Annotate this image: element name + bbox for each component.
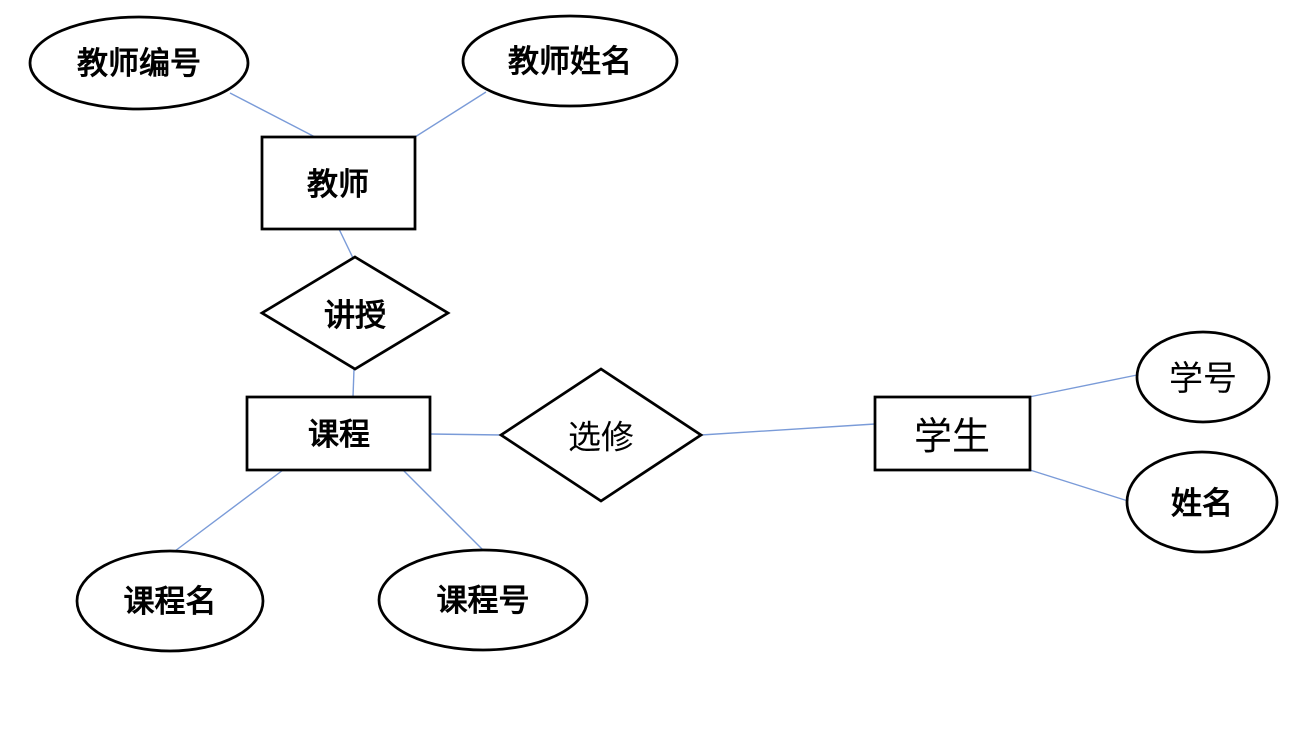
attribute-student-id-shape bbox=[1135, 330, 1271, 424]
attribute-student-id-label: 学号 bbox=[1169, 360, 1237, 398]
relationship-takes-label: 选修 bbox=[568, 420, 634, 457]
relationship-takes-diamond: 选修 bbox=[498, 367, 704, 503]
attribute-course-name-shape bbox=[75, 549, 265, 653]
relationship-teaches-label: 讲授 bbox=[324, 298, 386, 333]
relationship-teaches-diamond: 讲授 bbox=[259, 255, 451, 371]
attribute-course-name-ellipse: 课程名 bbox=[75, 549, 265, 653]
entity-student-label: 学生 bbox=[914, 416, 990, 458]
entity-teacher-label: 教师 bbox=[307, 167, 369, 202]
attribute-teacher-name-shape bbox=[461, 14, 679, 108]
entity-course-label: 课程 bbox=[308, 417, 370, 452]
attribute-course-name-label: 课程名 bbox=[124, 584, 217, 619]
connector-teacherid-teacher bbox=[229, 92, 316, 138]
connector-takes-student bbox=[700, 423, 876, 436]
entity-teacher-box: 教师 bbox=[260, 135, 417, 231]
attribute-student-id-ellipse: 学号 bbox=[1135, 330, 1271, 424]
connector-course-courseid bbox=[402, 469, 485, 552]
attribute-teacher-id-label: 教师编号 bbox=[77, 46, 201, 81]
attribute-teacher-name-ellipse: 教师姓名 bbox=[461, 14, 679, 108]
connector-teaches-course bbox=[352, 368, 355, 398]
attribute-teacher-name-label: 教师姓名 bbox=[508, 44, 632, 79]
attribute-student-name-shape bbox=[1125, 450, 1279, 554]
connector-student-studentid bbox=[1028, 374, 1138, 398]
entity-teacher-shape bbox=[260, 135, 417, 231]
attribute-course-id-label: 课程号 bbox=[437, 583, 530, 618]
connector-teacher-teaches bbox=[338, 228, 354, 259]
relationship-takes-shape bbox=[498, 367, 704, 503]
connector-teachername-teacher bbox=[414, 91, 487, 138]
connector-student-studentname bbox=[1029, 469, 1129, 502]
relationship-teaches-shape bbox=[259, 255, 451, 371]
entity-student-shape bbox=[873, 395, 1032, 472]
connector-course-coursename bbox=[174, 469, 284, 552]
connector-layer bbox=[174, 91, 1138, 552]
entity-course-shape bbox=[245, 395, 432, 472]
attribute-course-id-ellipse: 课程号 bbox=[377, 548, 589, 652]
attribute-teacher-id-shape bbox=[28, 15, 250, 111]
connector-course-takes bbox=[429, 433, 503, 436]
attribute-course-id-shape bbox=[377, 548, 589, 652]
attribute-student-name-ellipse: 姓名 bbox=[1125, 450, 1279, 554]
entity-course-box: 课程 bbox=[245, 395, 432, 472]
entity-student-box: 学生 bbox=[873, 395, 1032, 472]
attribute-student-name-label: 姓名 bbox=[1171, 486, 1233, 521]
attribute-teacher-id-ellipse: 教师编号 bbox=[28, 15, 250, 111]
